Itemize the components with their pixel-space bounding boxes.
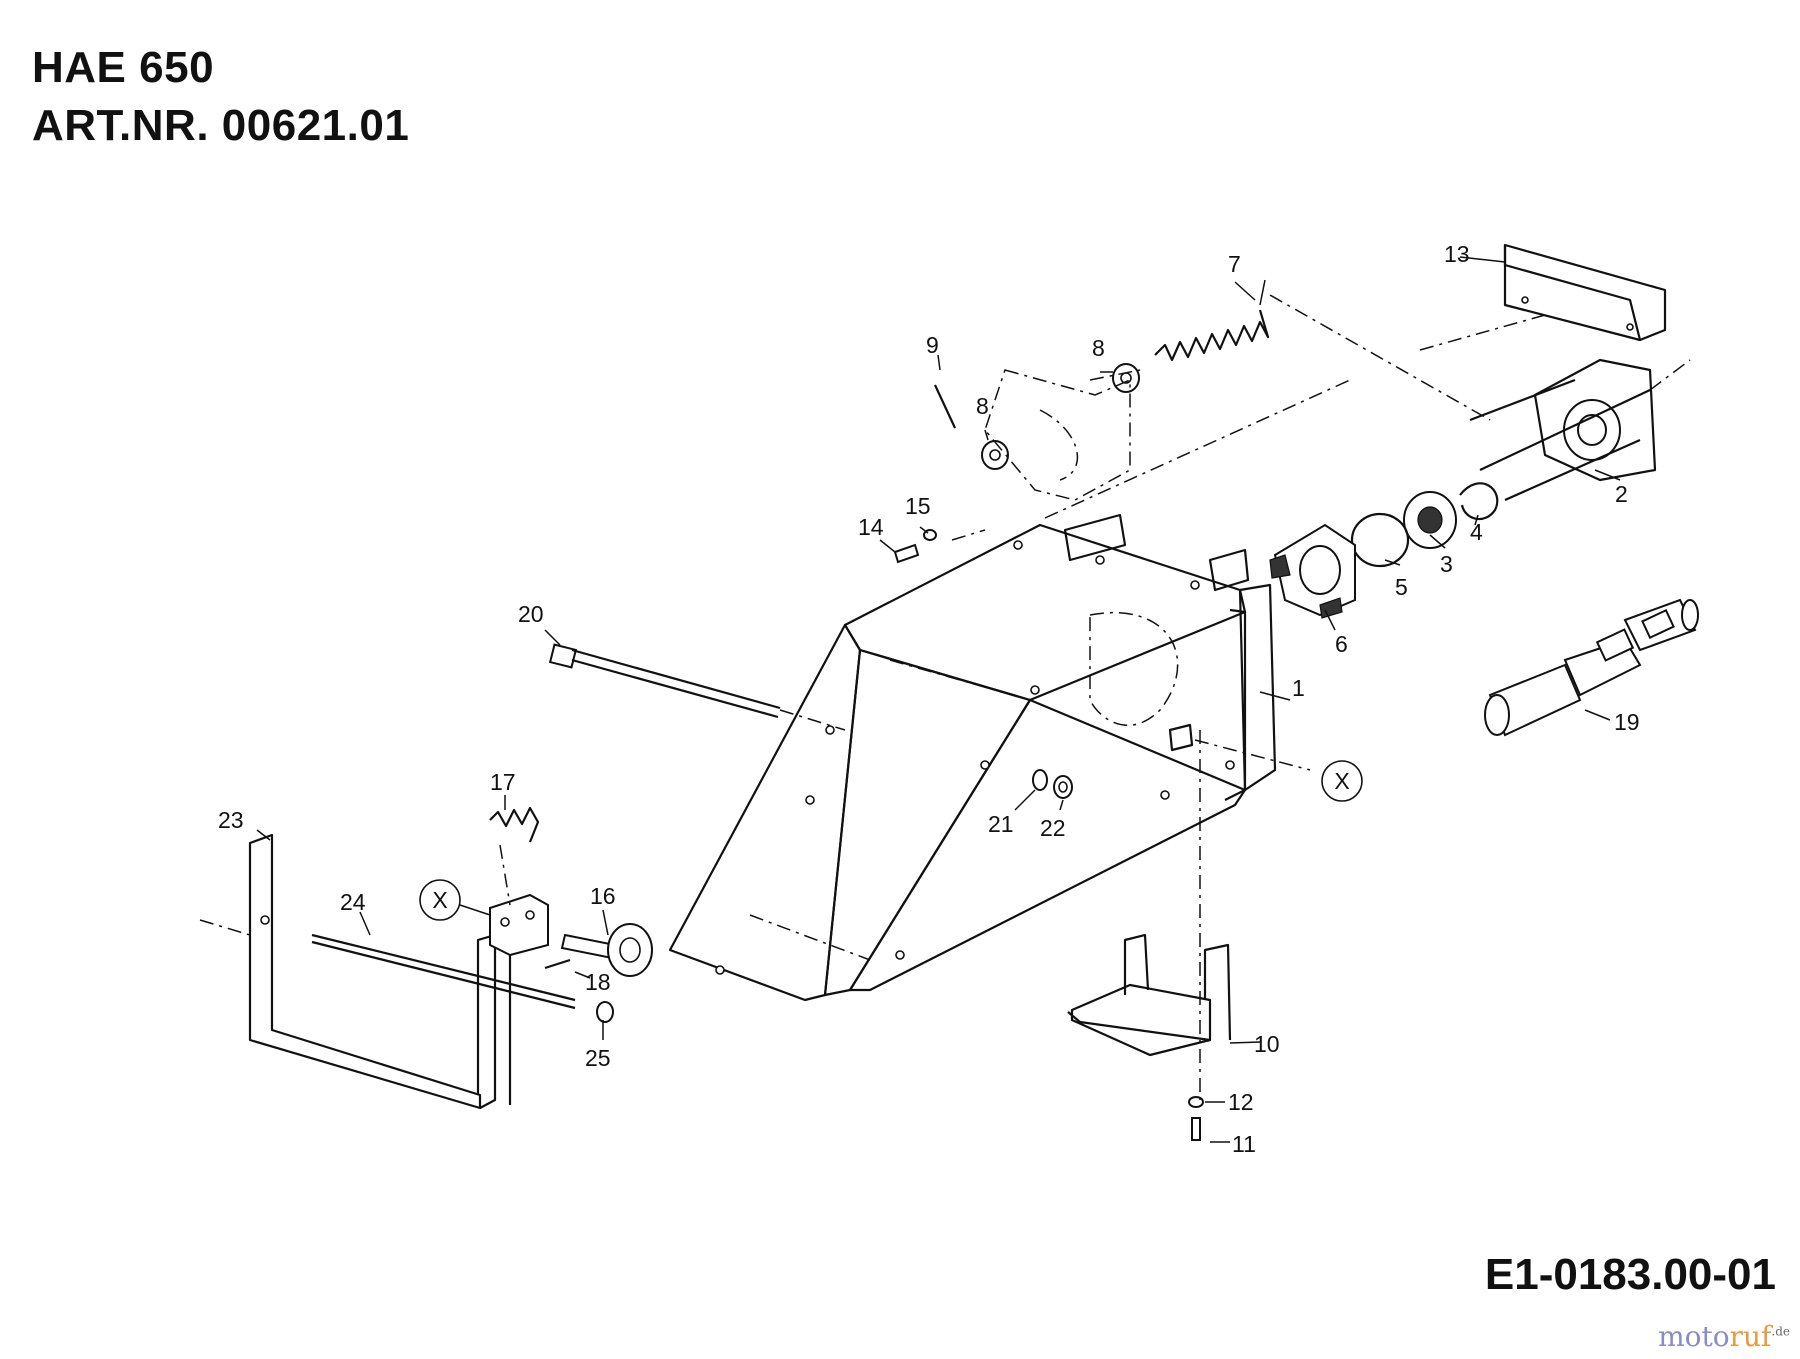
part-label-21: 21 <box>988 811 1014 837</box>
part-label-15: 15 <box>905 493 931 519</box>
washer-part-8a <box>1112 363 1140 393</box>
part-label-8b: 8 <box>976 393 989 419</box>
screw-part-11 <box>1191 1117 1201 1141</box>
svg-text:X: X <box>1334 768 1349 794</box>
watermark-logo: motoruf.de <box>1658 1320 1790 1353</box>
part-label-10: 10 <box>1254 1031 1280 1057</box>
svg-text:X: X <box>432 887 447 913</box>
foot-bracket-part <box>1067 933 1232 1057</box>
part-label-12: 12 <box>1228 1089 1254 1115</box>
part-label-19: 19 <box>1614 709 1640 735</box>
hidden-bracket-outline <box>984 369 1131 501</box>
part-label-9: 9 <box>926 332 939 358</box>
part-label-4: 4 <box>1470 519 1483 545</box>
washer-part-8b <box>981 440 1009 470</box>
main-frame-part <box>668 513 1277 1002</box>
part-label-11: 11 <box>1232 1131 1256 1157</box>
part-label-25: 25 <box>585 1045 611 1071</box>
pin-part-9 <box>934 384 956 429</box>
part-label-22: 22 <box>1040 815 1066 841</box>
bushing-part-16 <box>560 923 653 977</box>
part-label-3: 3 <box>1440 551 1453 577</box>
universal-joint-shaft-part <box>1484 598 1699 737</box>
part-label-2: 2 <box>1615 481 1628 507</box>
part-label-13: 13 <box>1444 241 1470 267</box>
washer-part-25 <box>596 1001 614 1023</box>
leader-lines <box>256 256 1621 1143</box>
part-label-14: 14 <box>858 514 884 540</box>
part-label-16: 16 <box>590 883 616 909</box>
bearing-part <box>1403 491 1457 549</box>
cover-plate-part <box>1503 243 1667 342</box>
part-label-7: 7 <box>1228 251 1241 277</box>
washer-part-21 <box>1032 769 1048 791</box>
reference-marker-x-right: X <box>1321 760 1363 802</box>
long-bolt-part <box>548 643 781 719</box>
part-label-6: 6 <box>1335 631 1348 657</box>
part-label-23: 23 <box>218 807 244 833</box>
retaining-ring-part <box>1350 512 1410 568</box>
screw-part-14 <box>893 543 920 564</box>
bearing-cap-part <box>1269 523 1356 619</box>
pivot-bracket-part <box>489 893 549 1105</box>
reference-marker-x-left: X <box>419 879 491 921</box>
washer-part-12 <box>1188 1096 1204 1108</box>
part-label-18: 18 <box>585 969 611 995</box>
drawing-code: E1-0183.00-01 <box>1484 1250 1776 1299</box>
assembly-center-lines <box>199 294 1691 1100</box>
part-label-17: 17 <box>490 769 516 795</box>
pin-part-18 <box>544 958 571 970</box>
article-number: ART.NR. 00621.01 <box>32 101 410 150</box>
compression-spring-part <box>1154 309 1270 362</box>
part-label-1: 1 <box>1292 675 1305 701</box>
spring-part-17 <box>489 806 540 843</box>
part-label-24: 24 <box>340 889 366 915</box>
nut-part-22 <box>1053 775 1073 799</box>
model-title: HAE 650 <box>32 43 215 92</box>
part-labels: 1 2 3 4 5 6 7 8 8 9 10 11 12 13 14 15 16… <box>218 241 1640 1157</box>
gearbox-housing-part <box>1469 358 1657 502</box>
part-label-8a: 8 <box>1092 335 1105 361</box>
part-label-20: 20 <box>518 601 544 627</box>
part-label-5: 5 <box>1395 574 1408 600</box>
rod-part-24 <box>311 933 576 1010</box>
circlip-part <box>1459 482 1499 521</box>
